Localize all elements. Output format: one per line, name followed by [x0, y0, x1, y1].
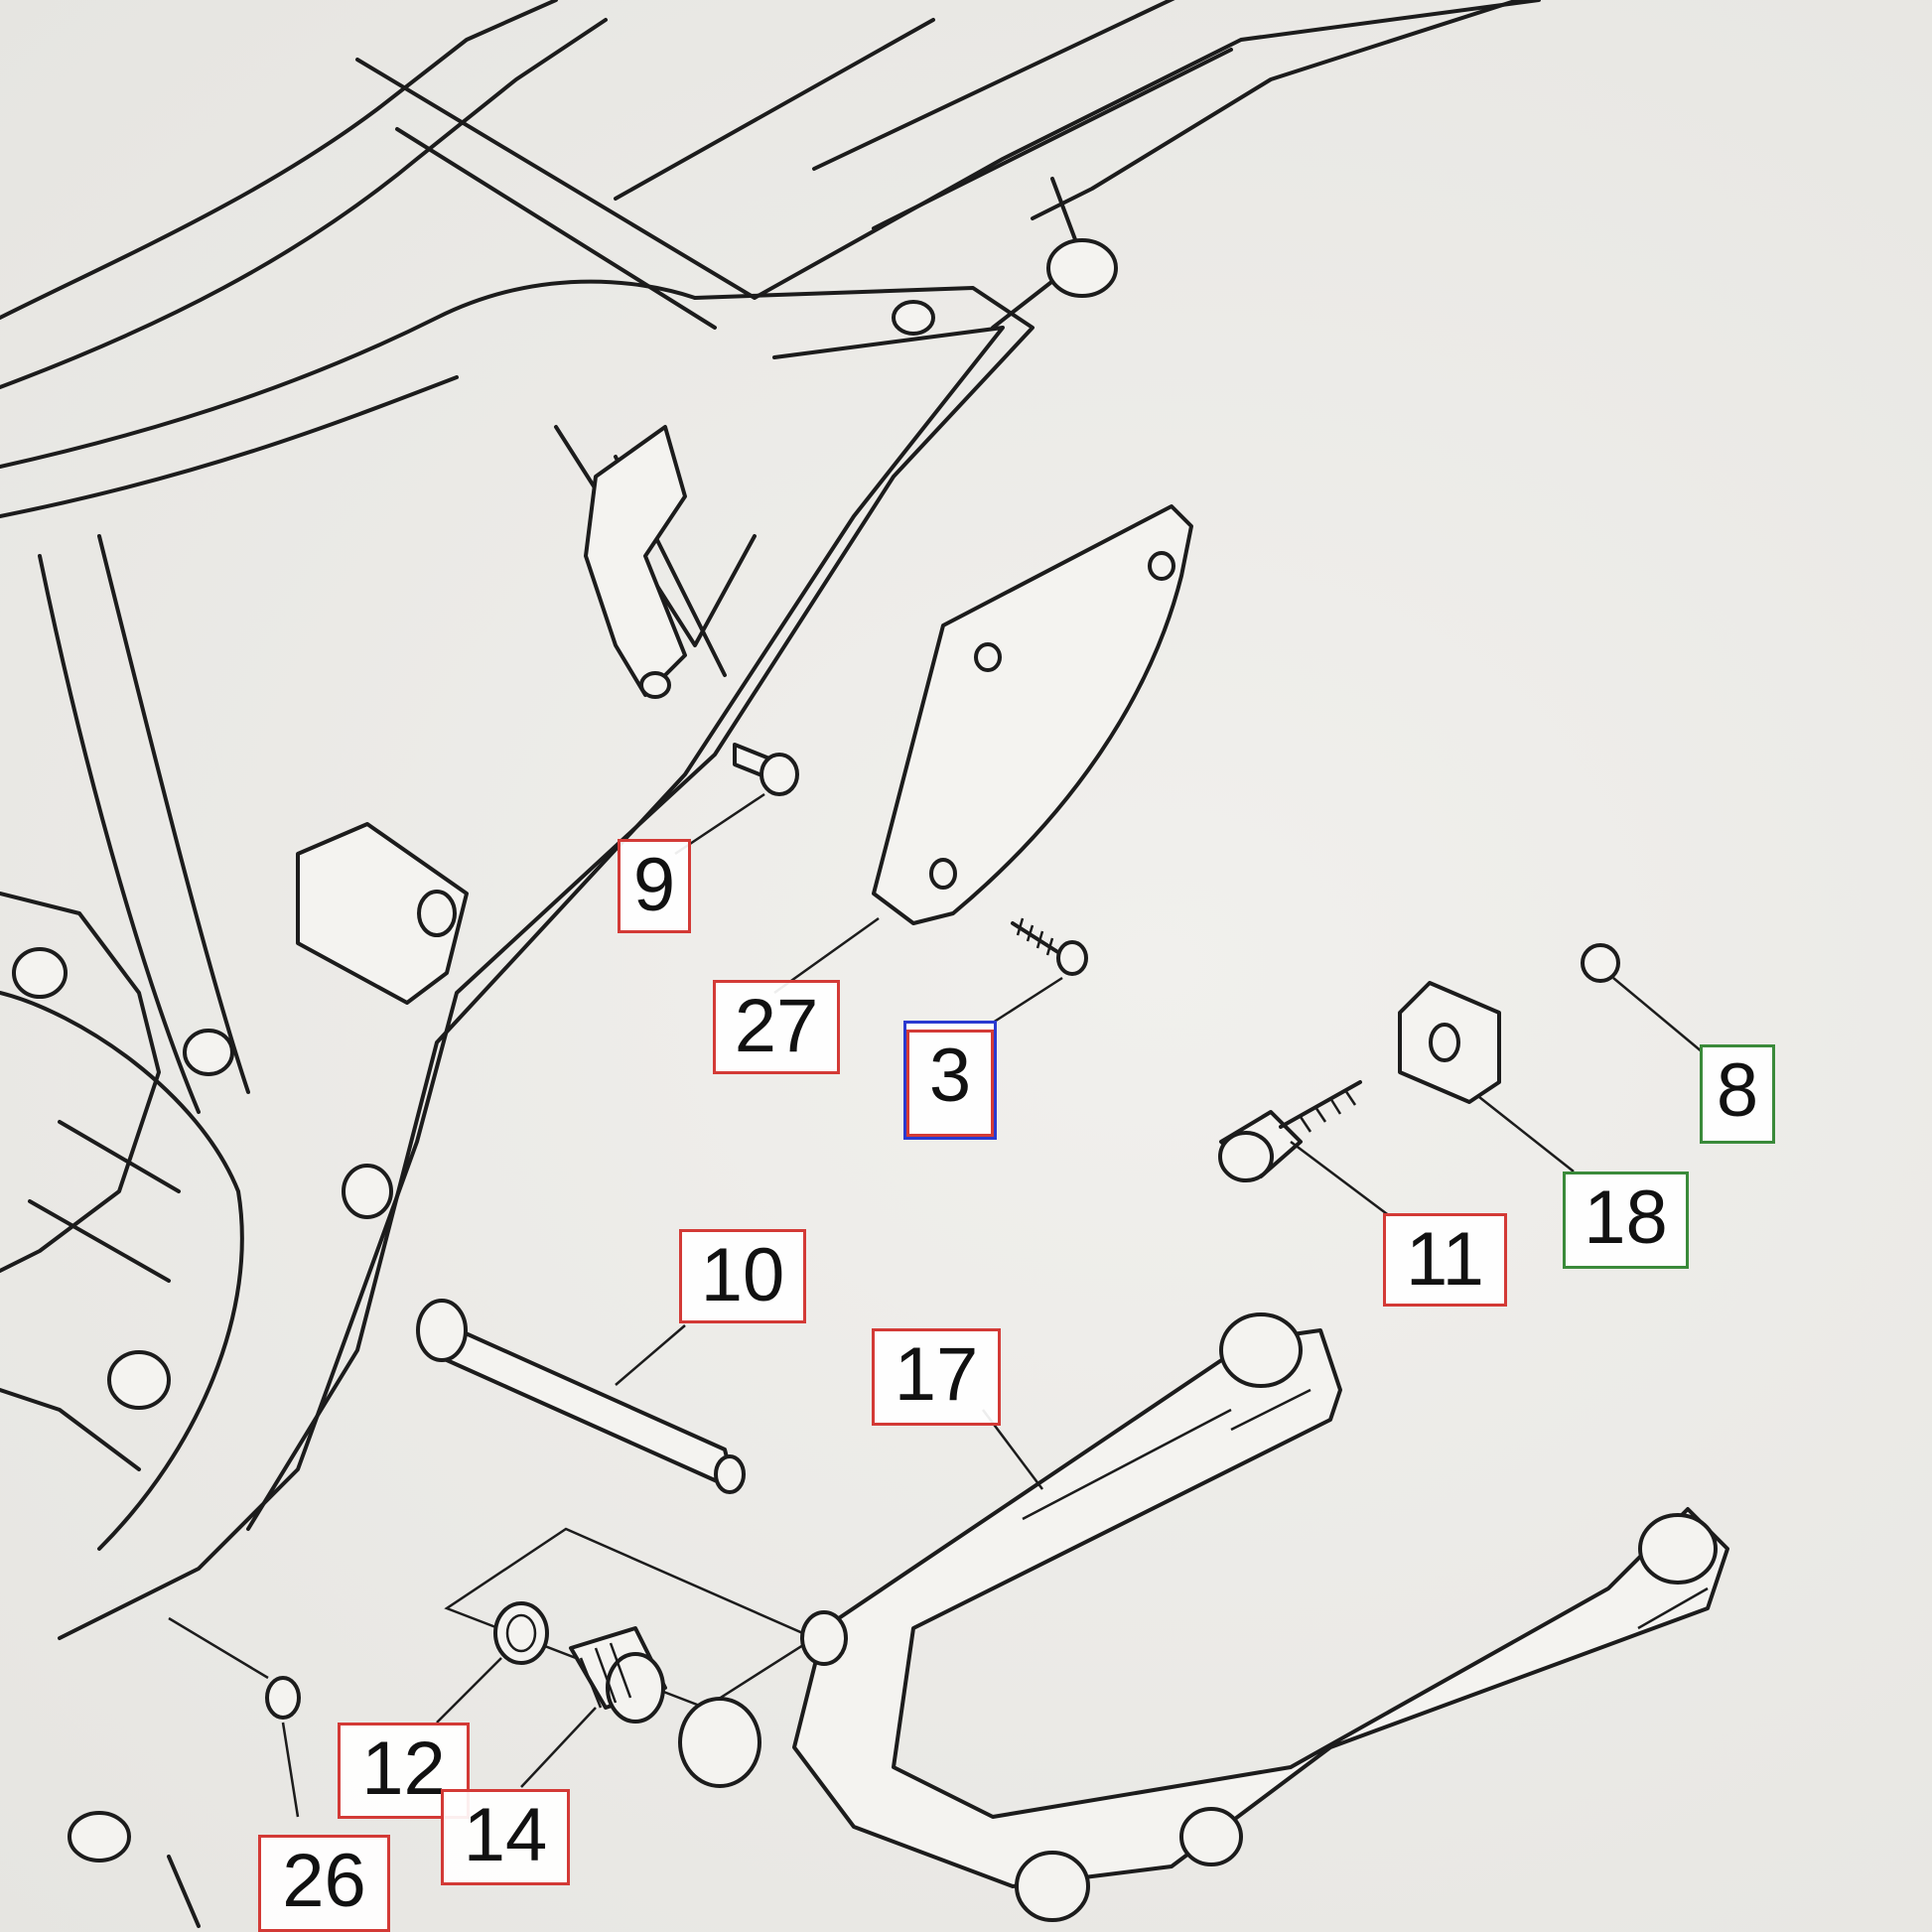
callout-18: 18: [1563, 1172, 1689, 1269]
callout-8: 8: [1700, 1044, 1775, 1144]
cotter-pin: [167, 1855, 201, 1928]
callout-17-text: 17: [894, 1332, 979, 1417]
callout-27-text: 27: [734, 984, 819, 1068]
callout-3: 3: [903, 1021, 997, 1140]
part-3-screw: [992, 917, 1088, 1025]
callout-10: 10: [679, 1229, 806, 1323]
callout-11: 11: [1383, 1213, 1507, 1307]
grease-nipple: [68, 1811, 131, 1863]
callout-8-text: 8: [1716, 1048, 1759, 1133]
callout-14-text: 14: [463, 1793, 548, 1877]
callout-27: 27: [713, 980, 840, 1074]
callout-12-text: 12: [361, 1726, 446, 1811]
part-8-nut: [1581, 943, 1704, 1053]
callout-26: 26: [258, 1835, 390, 1932]
part-27-bracket-plate: [773, 504, 1193, 995]
callout-14: 14: [441, 1789, 570, 1885]
part-14-spring: [520, 1626, 667, 1788]
callout-11-text: 11: [1406, 1217, 1484, 1302]
spacer-collar: [678, 1697, 761, 1788]
part-17-side-stand: [792, 1312, 1729, 1922]
callout-26-text: 26: [282, 1839, 366, 1923]
part-26-washer: [168, 1616, 301, 1818]
callout-3-text: 3: [906, 1030, 994, 1137]
callout-18-text: 18: [1584, 1175, 1668, 1260]
callout-9-text: 9: [632, 843, 676, 927]
callout-9: 9: [618, 839, 691, 933]
part-10-pivot-pin: [416, 1299, 817, 1710]
part-18-clip-nut: [1398, 981, 1575, 1173]
part-11-bolt: [1218, 1080, 1391, 1217]
callout-10-text: 10: [700, 1233, 785, 1317]
part-12-washer: [436, 1601, 549, 1724]
motorcycle-frame: [0, 0, 1541, 1640]
callout-17: 17: [872, 1328, 1001, 1426]
